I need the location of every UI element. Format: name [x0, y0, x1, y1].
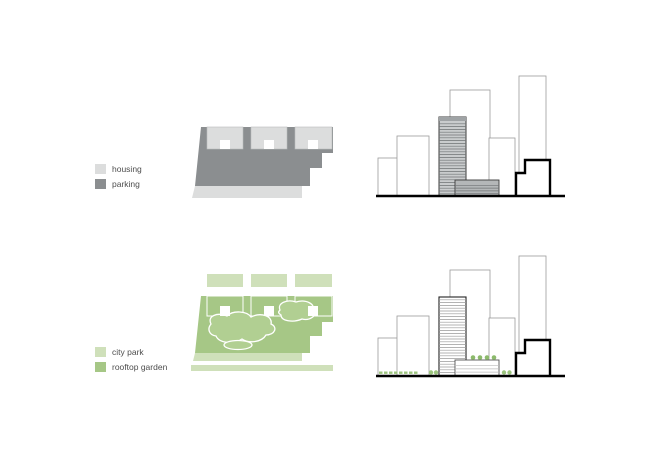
city-skyline-outline [377, 75, 547, 197]
legend-housing-parking: housing parking [95, 164, 142, 194]
parking-podium [454, 179, 500, 197]
site-plan-housing-parking [192, 126, 333, 198]
residential-tower [438, 116, 467, 197]
ground-strip [191, 353, 333, 371]
legend-park-garden: city park rooftop garden [95, 347, 167, 377]
stepped-building [514, 158, 552, 196]
podium-tree-icons [470, 355, 497, 360]
site-plan-green [191, 274, 333, 371]
legend-item-rooftop-garden: rooftop garden [95, 362, 167, 372]
housing-color-swatch [95, 164, 106, 174]
housing-blocks [206, 126, 333, 150]
parking-color-swatch [95, 179, 106, 189]
city-park-label: city park [112, 347, 144, 357]
park-blobs [208, 300, 316, 351]
elevation-green [376, 255, 565, 378]
rooftop-garden-color-swatch [95, 362, 106, 372]
garden-podium [454, 359, 500, 377]
street-planting-icons [379, 370, 512, 375]
rooftop-garden-label: rooftop garden [112, 362, 168, 372]
rooftop-garden-strips [207, 274, 332, 287]
legend-item-housing: housing [95, 164, 142, 174]
courtyard-notches [220, 140, 318, 149]
legend-item-parking: parking [95, 179, 142, 189]
residential-tower [438, 296, 467, 377]
parking-label: parking [112, 179, 140, 189]
housing-label: housing [112, 164, 142, 174]
stepped-building [514, 338, 552, 376]
elevation-housing-parking [376, 75, 565, 198]
city-park-color-swatch [95, 347, 106, 357]
legend-item-city-park: city park [95, 347, 167, 357]
ground-strip [192, 186, 302, 198]
courtyard-notches [220, 306, 318, 316]
